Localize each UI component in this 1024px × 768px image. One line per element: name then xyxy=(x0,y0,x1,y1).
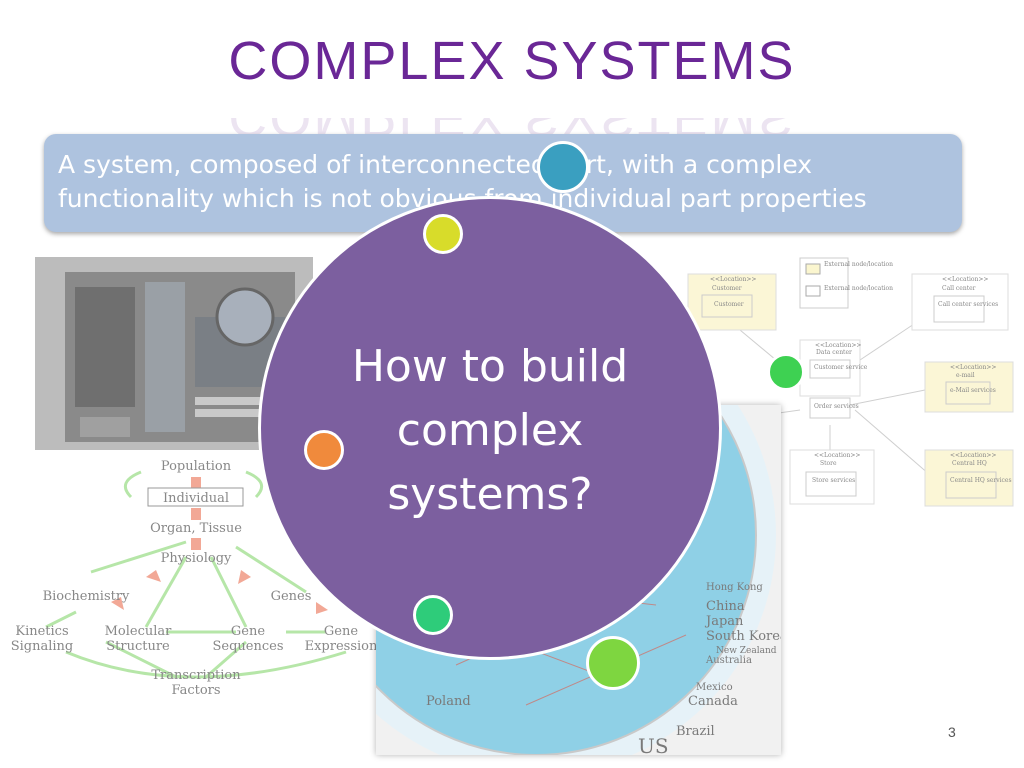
small-green-dot xyxy=(413,595,453,635)
map-label-new-zealand: New Zealand xyxy=(716,646,777,656)
box-email-services: e-Mail services xyxy=(950,387,996,394)
map-label-china: China xyxy=(706,599,745,614)
label-store: Store xyxy=(820,460,837,467)
large-green-dot xyxy=(586,636,640,690)
label-gene-1: Gene xyxy=(231,624,265,639)
question-circle xyxy=(258,196,722,660)
legend-external-1: External node/location xyxy=(824,261,893,268)
yellow-dot xyxy=(423,214,463,254)
loc-datacenter: <<Location>> xyxy=(815,342,861,349)
label-datacenter: Data center xyxy=(816,349,852,356)
teal-dot xyxy=(537,141,589,193)
biology-hierarchy-diagram: Population Individual Organ, Tissue Phys… xyxy=(6,452,386,702)
map-label-poland: Poland xyxy=(426,694,471,709)
loc-customer: <<Location>> xyxy=(710,276,756,283)
label-gene-2: Gene xyxy=(324,624,358,639)
loc-store: <<Location>> xyxy=(814,452,860,459)
network-location-diagram: External node/location External node/loc… xyxy=(680,250,1020,510)
question-line-2: complex xyxy=(396,405,584,456)
label-structure: Structure xyxy=(106,639,170,654)
label-individual: Individual xyxy=(163,491,229,506)
label-transcription: Transcription xyxy=(151,668,241,683)
page-number: 3 xyxy=(948,724,956,740)
legend-external-2: External node/location xyxy=(824,285,893,292)
map-label-japan: Japan xyxy=(704,614,744,629)
definition-line-1: A system, composed of interconnected par… xyxy=(58,150,813,179)
orange-dot xyxy=(304,430,344,470)
motherboard-photo xyxy=(35,257,313,450)
label-expression: Expression xyxy=(305,639,378,654)
label-callcenter: Call center xyxy=(942,285,976,292)
loc-email: <<Location>> xyxy=(950,364,996,371)
box-callcenter-services: Call center services xyxy=(938,301,998,308)
map-label-south-korea: South Korea xyxy=(706,629,781,644)
box-store-services: Store services xyxy=(812,477,855,484)
label-molecular: Molecular xyxy=(105,624,173,639)
question-line-1: How to build xyxy=(351,341,629,392)
map-label-us: US xyxy=(638,734,669,755)
label-central-hq: Central HQ xyxy=(952,460,987,467)
biology-diagram-svg: Population Individual Organ, Tissue Phys… xyxy=(11,459,378,698)
box-order-services: Order services xyxy=(814,403,859,410)
label-biochemistry: Biochemistry xyxy=(43,589,130,604)
map-label-canada: Canada xyxy=(688,694,738,709)
box-central-hq-services: Central HQ services xyxy=(950,477,1012,484)
network-diagram-svg: External node/location External node/loc… xyxy=(687,257,1014,507)
label-factors: Factors xyxy=(171,683,220,698)
label-population: Population xyxy=(161,459,232,474)
label-email: e-mail xyxy=(956,372,975,379)
box-customer: Customer xyxy=(714,301,744,308)
label-genes: Genes xyxy=(271,589,312,604)
definition-text: A system, composed of interconnected par… xyxy=(58,148,958,216)
map-label-brazil: Brazil xyxy=(676,724,715,739)
loc-hq: <<Location>> xyxy=(950,452,996,459)
right-green-dot xyxy=(767,353,805,391)
loc-callcenter: <<Location>> xyxy=(942,276,988,283)
box-customer-service: Customer service xyxy=(814,364,868,371)
label-sequences: Sequences xyxy=(212,639,283,654)
map-label-mexico: Mexico xyxy=(696,682,733,693)
question-text: How to build complex systems? xyxy=(290,335,690,527)
label-kinetics: Kinetics xyxy=(15,624,68,639)
label-signaling: Signaling xyxy=(11,639,74,654)
slide-title: COMPLEX SYSTEMS xyxy=(228,31,796,91)
motherboard-image xyxy=(65,272,295,442)
label-organ-tissue: Organ, Tissue xyxy=(150,521,242,536)
question-line-3: systems? xyxy=(387,469,593,520)
label-customer: Customer xyxy=(712,285,742,292)
map-label-hong-kong: Hong Kong xyxy=(706,582,763,593)
map-label-australia: Australia xyxy=(705,655,752,666)
label-physiology: Physiology xyxy=(161,551,232,566)
